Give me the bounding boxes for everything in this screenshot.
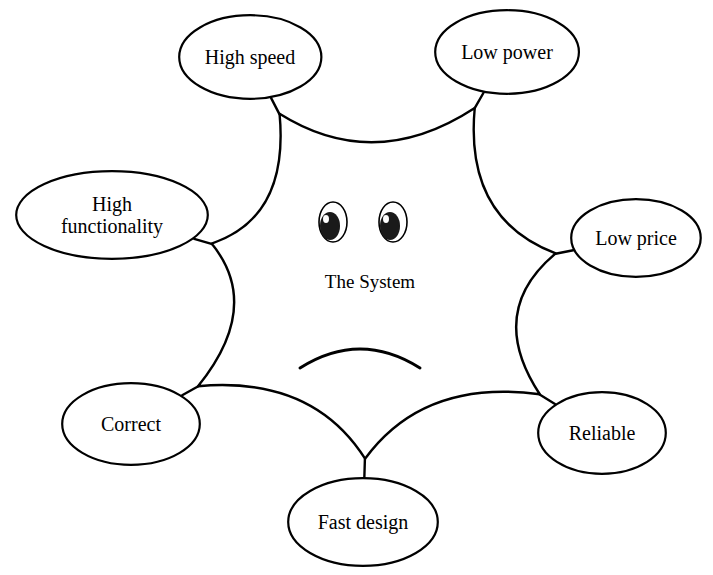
eye-white — [319, 202, 347, 242]
goal-label: Low price — [595, 227, 677, 249]
goal-ellipse: Correct — [61, 382, 201, 466]
star-arm — [475, 93, 484, 109]
frown-mouth — [300, 349, 420, 368]
goal-label: High functionality — [52, 193, 172, 237]
system-star: The System — [194, 104, 560, 463]
star-arm — [194, 239, 211, 244]
left-eye — [319, 202, 347, 242]
right-eye — [379, 202, 407, 242]
goal-label: Fast design — [318, 511, 409, 533]
eye-highlight — [383, 215, 389, 223]
goal-label: High speed — [205, 46, 296, 68]
ellipse-border — [538, 392, 666, 474]
goal-ellipse: Low price — [570, 198, 702, 278]
star-arm — [556, 250, 574, 253]
ellipse-border — [179, 15, 321, 99]
goal-label: Correct — [101, 413, 161, 435]
ellipse-border — [16, 171, 208, 259]
goal-ellipse: High functionality — [15, 170, 209, 260]
star-arm — [540, 395, 555, 404]
ellipse-border — [435, 10, 579, 94]
goal-ellipse: High speed — [178, 14, 323, 100]
eye-pupil — [380, 212, 400, 240]
goal-ellipse: Fast design — [287, 477, 439, 567]
eye-highlight — [323, 215, 329, 223]
star-border — [198, 108, 556, 459]
goal-label: Low power — [461, 41, 553, 63]
eye-white — [379, 202, 407, 242]
star-arm — [271, 98, 279, 114]
star-arm — [182, 387, 198, 396]
ellipse-border — [62, 383, 200, 465]
eye-pupil — [320, 212, 340, 240]
goal-label: Reliable — [569, 422, 636, 444]
system-label: The System — [325, 272, 415, 293]
star-arm — [363, 459, 366, 477]
goal-ellipse: Reliable — [537, 391, 667, 475]
ellipse-border — [571, 199, 701, 277]
ellipse-border — [288, 478, 438, 566]
goal-ellipse: Low power — [434, 9, 580, 95]
